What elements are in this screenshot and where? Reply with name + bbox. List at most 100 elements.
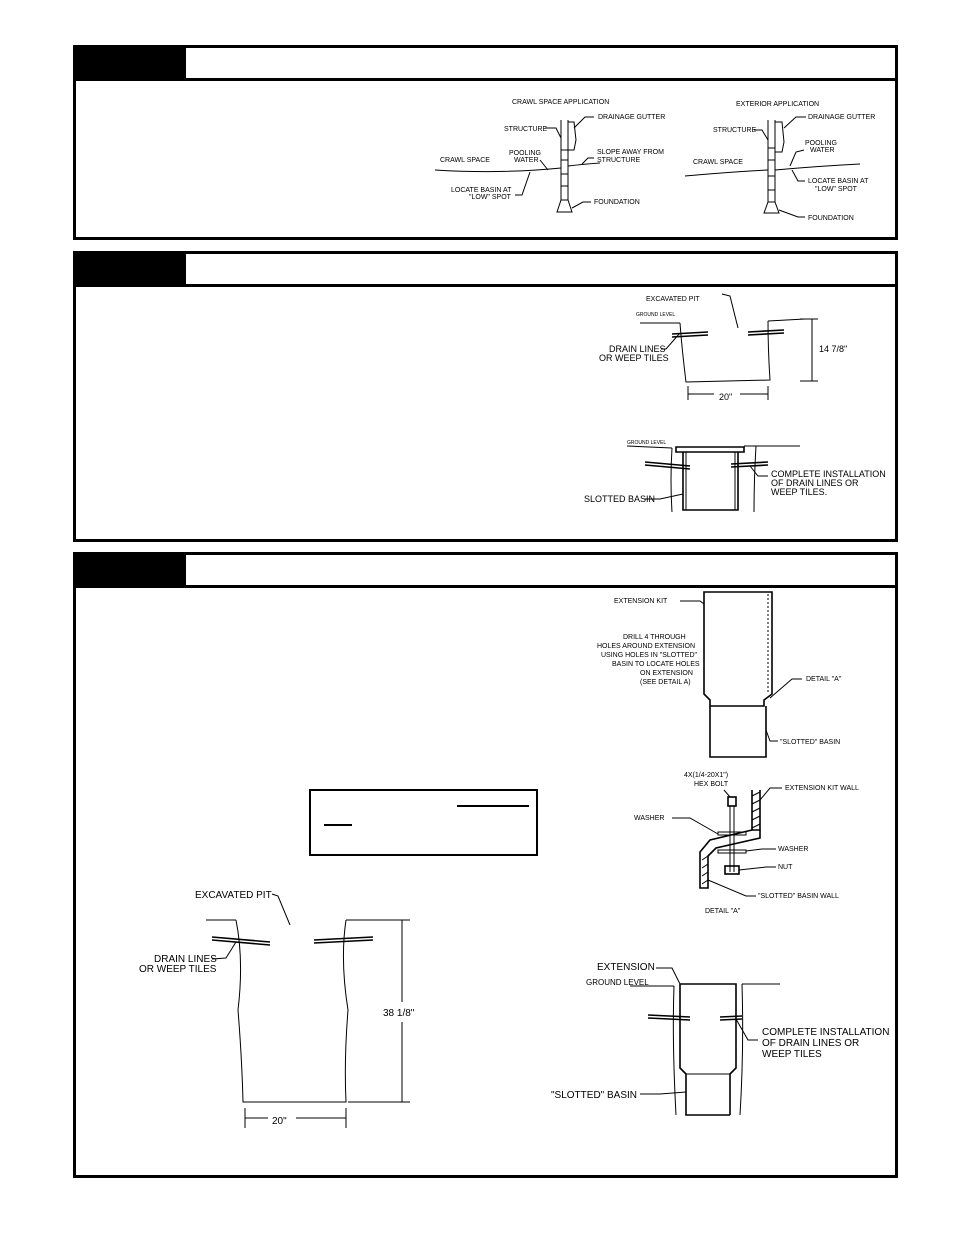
extkit-basin-leader bbox=[765, 729, 778, 742]
step-tab-3 bbox=[76, 555, 186, 585]
crawl-pooling-2: WATER bbox=[514, 157, 539, 164]
ext-structure-leader bbox=[754, 129, 769, 141]
ext-locate-1: LOCATE BASIN AT bbox=[808, 178, 869, 185]
ext-structure-label: STRUCTURE bbox=[713, 127, 756, 134]
pit-excavated-leader bbox=[721, 293, 739, 329]
pit-lg-drain-left bbox=[211, 936, 271, 946]
pit-lg-drain-right bbox=[313, 936, 374, 944]
ext-wall bbox=[767, 120, 776, 202]
ext-pooling-1: POOLING bbox=[805, 140, 837, 147]
extension-install-diagram: EXTENSION GROUND LEVEL COMPLETE INSTALLA… bbox=[551, 962, 889, 1116]
pit-width-label: 20" bbox=[719, 392, 732, 402]
extkit-drill-2: HOLES AROUND EXTENSION bbox=[597, 643, 695, 650]
ext-title: EXTERIOR APPLICATION bbox=[736, 101, 819, 108]
detail-basin-hatch bbox=[701, 855, 709, 885]
pit-drain-right bbox=[747, 329, 785, 336]
install-drain-left bbox=[647, 1014, 691, 1021]
detail-caption: DETAIL "A" bbox=[705, 908, 741, 915]
install-ground-line bbox=[630, 983, 780, 987]
install-extension-leader bbox=[656, 967, 681, 985]
detail-a-diagram: 4X(1/4-20X1") HEX BOLT EXTENSION KIT WAL… bbox=[634, 772, 859, 915]
pit-lg-drain-leader bbox=[211, 941, 237, 960]
extkit-label: EXTENSION KIT bbox=[614, 598, 668, 605]
note-underline-2 bbox=[324, 824, 352, 826]
crawl-foundation-leader bbox=[571, 201, 591, 209]
crawl-locate-2: "LOW" SPOT bbox=[469, 194, 512, 201]
pit-lg-depth-dim bbox=[348, 919, 410, 1103]
extkit-drill-1: DRILL 4 THROUGH bbox=[623, 634, 686, 641]
detail-bolt-leader bbox=[723, 789, 731, 798]
install-drain-right bbox=[719, 1015, 743, 1021]
crawl-gutter-label: DRAINAGE GUTTER bbox=[598, 114, 665, 121]
crawl-structure-label: STRUCTURE bbox=[504, 126, 547, 133]
extkit-body bbox=[703, 591, 773, 707]
ext-ground-left bbox=[684, 169, 769, 177]
step-header-2 bbox=[76, 254, 895, 287]
basin-complete-3: WEEP TILES. bbox=[771, 487, 827, 497]
step-panel-2 bbox=[73, 251, 898, 542]
crawl-ground bbox=[434, 167, 562, 173]
basin-complete-2: OF DRAIN LINES OR bbox=[771, 478, 859, 488]
detail-bolt-shank bbox=[729, 806, 735, 872]
pit-excavated-label: EXCAVATED PIT bbox=[646, 296, 700, 303]
detail-basin-wall-leader bbox=[707, 879, 756, 897]
note-box bbox=[309, 789, 538, 856]
ext-pooling-2: WATER bbox=[810, 147, 835, 154]
extkit-drill-3: USING HOLES IN "SLOTTED" bbox=[601, 652, 698, 659]
detail-nut-leader bbox=[738, 866, 776, 871]
detail-washer-right-leader bbox=[745, 848, 776, 852]
install-complete-leader bbox=[735, 1018, 758, 1041]
basin-drain-right bbox=[730, 461, 769, 468]
install-pit-walls bbox=[672, 983, 744, 1116]
pit-diagram-small: EXCAVATED PIT GROUND LEVEL DRAIN LINES O… bbox=[599, 293, 847, 402]
ext-wall-ticks bbox=[768, 147, 775, 191]
detail-washer-bottom bbox=[717, 849, 747, 854]
ext-gutter-leader bbox=[783, 116, 806, 129]
pit-lg-drain-1: DRAIN LINES bbox=[154, 954, 217, 965]
install-slotted: "SLOTTED" BASIN bbox=[551, 1090, 637, 1101]
step-header-3 bbox=[76, 555, 895, 588]
basin-complete-1: COMPLETE INSTALLATION bbox=[771, 469, 886, 479]
basin-slotted-label: SLOTTED BASIN bbox=[584, 494, 655, 504]
basin-ground bbox=[626, 445, 800, 449]
detail-bolt-head bbox=[727, 796, 737, 807]
pit-lg-outline bbox=[235, 919, 349, 1103]
ext-crawl-space: CRAWL SPACE bbox=[693, 159, 743, 166]
extkit-leader bbox=[680, 600, 705, 605]
crawl-foundation-label: FOUNDATION bbox=[594, 199, 640, 206]
extension-kit-diagram: EXTENSION KIT DRILL 4 THROUGH HOLES AROU… bbox=[597, 591, 842, 758]
detail-extwall-leader bbox=[759, 787, 782, 801]
step-tab-2 bbox=[76, 254, 186, 284]
pit-lg-depth: 38 1/8" bbox=[383, 1008, 415, 1019]
ext-locate-leader bbox=[791, 169, 805, 182]
detail-washer-top bbox=[717, 831, 747, 836]
step-panel-1 bbox=[73, 45, 898, 240]
detail-ext-wall: EXTENSION KIT WALL bbox=[785, 785, 859, 792]
crawl-space-diagram: CRAWL SPACE APPLICATION DRAINAGE GUTTER … bbox=[434, 99, 665, 213]
install-complete-1: COMPLETE INSTALLATION bbox=[762, 1027, 889, 1038]
step-tab-1 bbox=[76, 48, 186, 78]
crawl-locate-leader bbox=[515, 171, 531, 196]
step-header-1 bbox=[76, 48, 895, 81]
pit-diagram-large: EXCAVATED PIT DRAIN LINES OR WEEP TILES … bbox=[139, 890, 415, 1128]
crawl-locate-1: LOCATE BASIN AT bbox=[451, 187, 512, 194]
install-slotted-leader bbox=[640, 1091, 687, 1095]
pit-ground-label: GROUND LEVEL bbox=[636, 312, 675, 318]
pit-drain-2: OR WEEP TILES bbox=[599, 353, 669, 363]
pit-lg-excavated-leader bbox=[271, 893, 291, 926]
crawl-footing bbox=[556, 199, 573, 213]
exterior-diagram: EXTERIOR APPLICATION DRAINAGE GUTTER STR… bbox=[684, 101, 875, 222]
basin-drain-left bbox=[644, 461, 691, 470]
detail-ext-wall-shape bbox=[751, 790, 761, 831]
crawl-ground-right bbox=[567, 162, 601, 167]
basin-pit-walls bbox=[670, 445, 757, 513]
extkit-slotted-basin: "SLOTTED" BASIN bbox=[780, 739, 840, 746]
basin-body bbox=[682, 452, 739, 511]
detail-washer-left: WASHER bbox=[634, 815, 664, 822]
crawl-gutter bbox=[568, 121, 577, 151]
install-extension-body bbox=[679, 983, 737, 1116]
extkit-drill-4: BASIN TO LOCATE HOLES bbox=[612, 661, 700, 668]
ext-pooling-leader bbox=[789, 149, 805, 167]
ext-gutter-label: DRAINAGE GUTTER bbox=[808, 114, 875, 121]
